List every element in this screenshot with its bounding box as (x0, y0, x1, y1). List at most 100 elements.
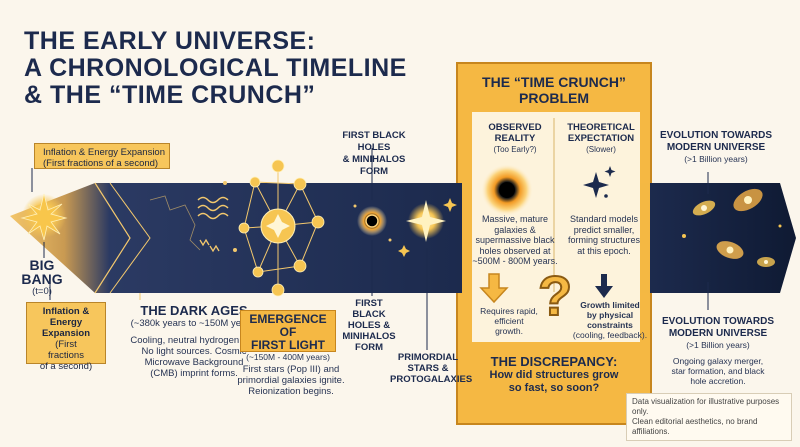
theoretical-limit: Growth limited by physical constraints (… (570, 300, 650, 340)
inflation-top-line2: (First fractions of a second) (43, 158, 159, 169)
spiral-galaxy-icon (692, 200, 716, 216)
evolution-bottom-label: EVOLUTION TOWARDS MODERN UNIVERSE (>1 Bi… (658, 316, 778, 386)
title-line-1: THE EARLY UNIVERSE: (24, 27, 316, 55)
theoretical-desc: Standard models predict smaller, forming… (562, 214, 646, 256)
evolution-top-label: EVOLUTION TOWARDS MODERN UNIVERSE (>1 Bi… (658, 130, 774, 165)
theoretical-lim1: Growth limited (580, 300, 640, 310)
title-line-2: A CHRONOLOGICAL TIMELINE (24, 54, 407, 82)
inflation-bottom-line2: Energy Expansion (41, 317, 91, 339)
black-holes-top-line1: FIRST BLACK HOLES (342, 130, 406, 153)
observed-req1: Requires rapid, (480, 306, 538, 316)
dark-ages-section: THE DARK AGES (~380k years to ~150M year… (120, 303, 268, 380)
first-light-desc1: First stars (Pop III) and (242, 364, 340, 375)
black-holes-bottom-label: FIRST BLACK HOLES & MINIHALOS FORM (340, 298, 398, 353)
dark-ages-title: THE DARK AGES (140, 303, 248, 318)
big-bang-time: (t=0) (32, 286, 52, 297)
time-crunch-title1: THE “TIME CRUNCH” (482, 74, 626, 90)
observed-desc2: galaxies & (494, 224, 536, 235)
first-light-desc2: primordial galaxies ignite. (237, 375, 345, 386)
black-holes-bottom-line1: FIRST BLACK (352, 298, 386, 320)
observed-desc5: ~500M - 800M years. (472, 256, 558, 266)
first-light-box: EMERGENCE OF FIRST LIGHT (~150M - 400M y… (240, 310, 336, 362)
protogalaxies-line2: STARS & (407, 363, 449, 374)
theoretical-desc2: predict smaller, (573, 224, 635, 235)
first-light-range: (~150M - 400M years) (246, 352, 330, 362)
theoretical-desc3: forming structures (567, 235, 641, 245)
evolution-bottom-desc3: hole accretion. (690, 376, 746, 386)
big-bang-title: BIG BANG (21, 257, 63, 287)
discrepancy-title: THE DISCREPANCY: (490, 354, 618, 369)
dark-ages-desc2: No light sources. Cosmic (141, 346, 247, 357)
title-line-3: & THE “TIME CRUNCH” (24, 81, 316, 109)
primordial-star-icon (406, 200, 446, 242)
theoretical-lim2: by physical (586, 310, 634, 320)
dark-ages-desc3: Microwave Background (144, 357, 244, 368)
theoretical-title2: EXPECTATION (567, 133, 635, 144)
time-crunch-icons (479, 118, 616, 304)
small-stars-icon (583, 166, 616, 198)
question-mark-icon: ? (537, 264, 573, 327)
big-bang-label: BIG BANG (t=0) (12, 258, 72, 297)
big-bang-star-icon (20, 193, 68, 241)
first-light-desc: First stars (Pop III) and primordial gal… (236, 364, 346, 397)
observed-req2: efficient (494, 316, 524, 326)
dark-ages-range: (~380k years to ~150M years) (130, 318, 258, 329)
theoretical-sub: (Slower) (586, 145, 616, 154)
theoretical-desc1: Standard models (569, 214, 639, 224)
theoretical-desc4: at this epoch. (577, 245, 631, 256)
theoretical-column: THEORETICAL EXPECTATION (Slower) (560, 122, 642, 155)
evolution-bottom-title2: MODERN UNIVERSE (668, 328, 768, 339)
protogalaxies-line1: PRIMORDIAL (397, 352, 459, 363)
observed-desc: Massive, mature galaxies & supermassive … (470, 214, 560, 267)
evolution-bottom-title1: EVOLUTION TOWARDS (661, 316, 775, 327)
dark-ages-wave-icon (197, 196, 229, 220)
inflation-bottom-line1: Inflation & (42, 306, 90, 317)
observed-requirement: Requires rapid, efficient growth. (474, 306, 544, 336)
evolution-bottom-sub: (>1 Billion years) (686, 340, 750, 350)
theoretical-lim4: (cooling, feedback). (572, 330, 648, 340)
black-holes-bottom-line4: FORM (355, 342, 383, 353)
discrepancy-section: THE DISCREPANCY: How did structures grow… (462, 354, 646, 395)
arrow-down-dark-icon (595, 274, 613, 298)
observed-title1: OBSERVED (488, 122, 542, 133)
observed-desc4: holes observed at (479, 245, 551, 256)
discrepancy-q1: How did structures grow (489, 369, 619, 381)
inflation-top-line1: Inflation & Energy Expansion (43, 147, 165, 158)
black-holes-top-label: FIRST BLACK HOLES & MINIHALOS FORM (328, 130, 420, 178)
observed-title2: REALITY (494, 133, 536, 144)
observed-sub: (Too Early?) (493, 145, 537, 154)
footnote-line2: Clean editorial aesthetics, no brand aff… (632, 417, 758, 436)
observed-req3: growth. (495, 326, 523, 336)
time-crunch-comparison (472, 112, 640, 342)
evolution-bottom-desc1: Ongoing galaxy merger, (672, 356, 764, 366)
evolution-top-sub: (>1 Billion years) (684, 154, 748, 164)
discrepancy-q2: so fast, so soon? (508, 382, 600, 394)
inflation-bottom-line4: fractions (48, 350, 84, 361)
evolution-top-title1: EVOLUTION TOWARDS (659, 130, 773, 141)
footnote: Data visualization for illustrative purp… (626, 393, 792, 441)
timeline-band (10, 183, 462, 293)
page-title: THE EARLY UNIVERSE: A CHRONOLOGICAL TIME… (24, 28, 407, 109)
theoretical-title1: THEORETICAL (567, 122, 635, 133)
dark-ages-desc1: Cooling, neutral hydrogen fog. (130, 335, 258, 346)
evolution-top-title2: MODERN UNIVERSE (666, 142, 766, 153)
time-crunch-title: THE “TIME CRUNCH” PROBLEM (456, 74, 652, 106)
arrow-down-icon (479, 273, 509, 304)
protogalaxies-label: PRIMORDIAL STARS & PROTOGALAXIES (390, 352, 473, 385)
inflation-box-top: Inflation & Energy Expansion (First frac… (34, 143, 170, 169)
timeline-band-end (650, 183, 796, 293)
dark-ages-desc4: (CMB) imprint forms. (150, 368, 238, 379)
inflation-box-bottom: Inflation & Energy Expansion (First frac… (26, 302, 106, 372)
protogalaxies-line3: PROTOGALAXIES (390, 374, 473, 385)
star-node-icon (271, 159, 285, 173)
observed-reality-column: OBSERVED REALITY (Too Early?) (474, 122, 556, 155)
first-light-desc3: Reionization begins. (248, 386, 334, 397)
time-crunch-title2: PROBLEM (519, 90, 589, 106)
observed-desc3: supermassive black (475, 235, 555, 245)
inflation-bottom-line5: of a second) (39, 361, 93, 372)
black-holes-top-line2: & MINIHALOS FORM (342, 154, 406, 177)
inflation-bottom-line3: (First (55, 339, 77, 350)
first-light-title2: FIRST LIGHT (251, 338, 325, 352)
black-holes-bottom-line2: HOLES & (347, 320, 391, 331)
theoretical-lim3: constraints (587, 320, 633, 330)
